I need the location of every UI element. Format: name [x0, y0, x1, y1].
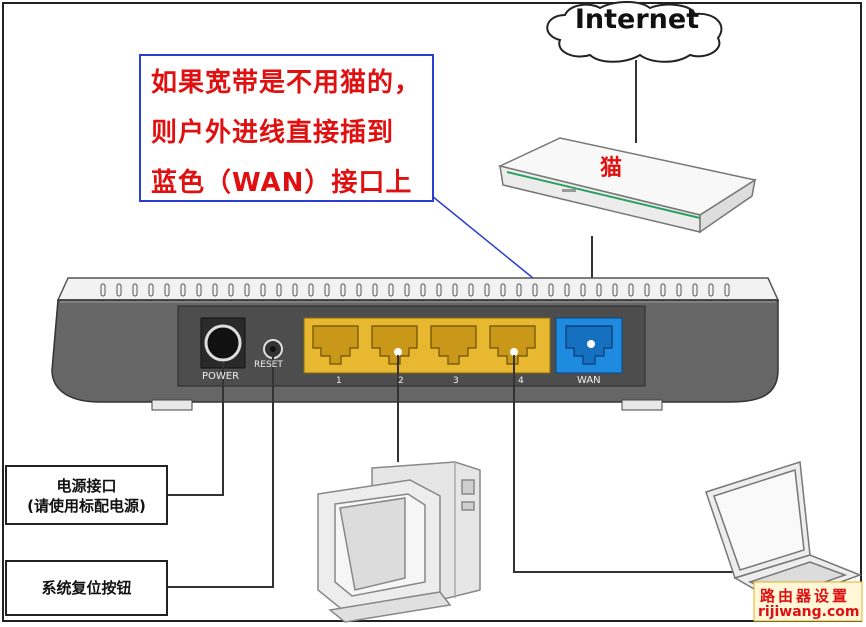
annotation-line-2: 则户外进线直接插到 [151, 118, 395, 148]
laptop-icon [705, 461, 863, 605]
lan-port-2-icon [371, 325, 418, 365]
lan-port-4-icon [489, 325, 536, 365]
power-port-icon [200, 317, 246, 369]
lan-port-1-icon [312, 325, 359, 365]
lan-port-1-label: 1 [336, 376, 342, 386]
laptop-cable [513, 355, 742, 573]
internet-label: Internet [574, 4, 700, 35]
annotation-line-1: 如果宽带是不用猫的， [151, 68, 422, 98]
reset-port-label: RESET [254, 360, 283, 370]
internet-cloud-icon [546, 1, 723, 63]
reset-button-icon [263, 339, 283, 359]
wan-port-icon [555, 317, 623, 374]
reset-cable [168, 355, 274, 588]
router-vents [100, 283, 730, 297]
reset-callout: 系统复位按钮 [5, 560, 168, 616]
lan-port-4-label: 4 [518, 376, 524, 386]
wan-port-label: WAN [577, 375, 601, 386]
lan-port-2-label: 2 [398, 376, 404, 386]
power-callout-title: 电源接口 [56, 477, 117, 495]
modem-icon [497, 137, 757, 234]
power-callout-note: (请使用标配电源) [27, 497, 146, 515]
watermark-url: rijiwang.com [758, 604, 860, 620]
watermark-badge [753, 581, 863, 622]
power-port-label: POWER [202, 371, 240, 382]
lan-ports [303, 317, 551, 374]
modem-label: 猫 [600, 156, 623, 181]
lan-port-3-icon [430, 325, 477, 365]
annotation-box: 如果宽带是不用猫的， 则户外进线直接插到 蓝色（WAN）接口上 [139, 54, 434, 202]
lan-port-3-label: 3 [453, 376, 459, 386]
watermark-chinese: 路由器设置 [760, 587, 851, 605]
desktop-computer-icon [317, 461, 481, 623]
annotation-line-3: 蓝色（WAN）接口上 [151, 168, 413, 198]
power-callout: 电源接口 (请使用标配电源) [5, 465, 168, 525]
power-cable [168, 362, 224, 496]
